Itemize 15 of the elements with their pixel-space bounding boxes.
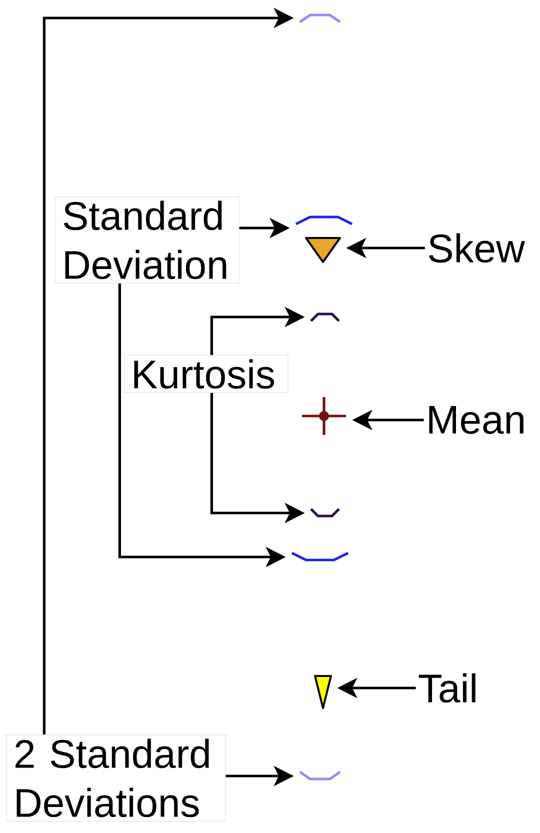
cross-mark <box>300 396 348 436</box>
arc-mark <box>295 216 353 226</box>
arc-mark <box>310 312 340 322</box>
triangle-mark <box>305 237 341 263</box>
arc-mark <box>299 770 341 780</box>
callout-text: Skew <box>428 233 525 263</box>
callout-text: Mean <box>429 406 524 434</box>
callout-text: Tail <box>418 673 476 703</box>
arc-mark <box>291 552 349 562</box>
text-box: 2 Standard Deviations <box>6 734 226 822</box>
triangle-mark <box>314 675 332 709</box>
text-box: Kurtosis <box>124 355 288 393</box>
text-box: Standard Deviation <box>54 196 240 284</box>
arc-mark <box>299 14 341 24</box>
arc-mark <box>310 508 340 518</box>
